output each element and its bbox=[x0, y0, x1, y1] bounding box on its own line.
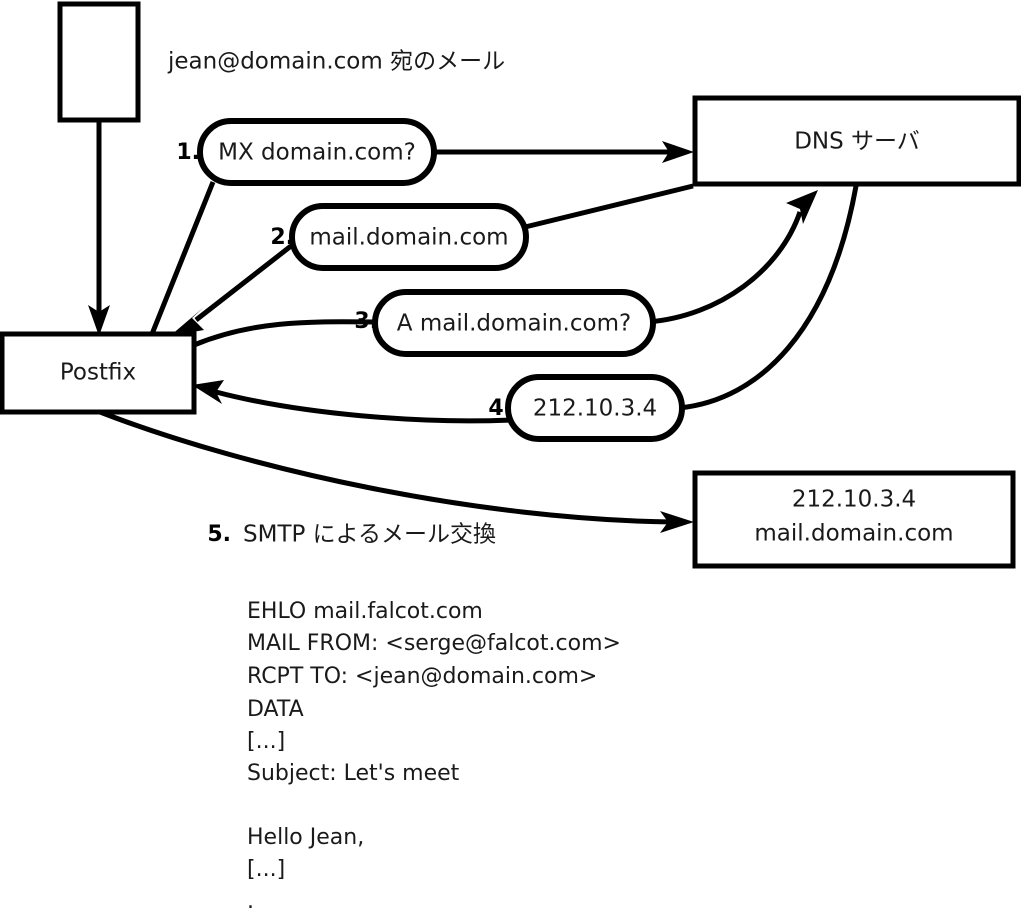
arrowhead-step5-to-mailserver bbox=[660, 511, 694, 533]
mail-server-box bbox=[692, 470, 1016, 569]
transcript-line: EHLO mail.falcot.com bbox=[247, 599, 483, 624]
edge-step2-to-postfix bbox=[194, 244, 293, 322]
edge-step4-from-dns bbox=[678, 185, 859, 411]
step4-pill bbox=[505, 374, 685, 442]
transcript-line: [...] bbox=[247, 729, 285, 754]
edge-step5-to-mailserver bbox=[99, 409, 675, 525]
mail-server-ip: 212.10.3.4 bbox=[792, 487, 916, 513]
client-box bbox=[57, 1, 141, 123]
edge-step1-from-postfix bbox=[149, 181, 216, 335]
arrowhead-step1-to-dns bbox=[662, 141, 694, 163]
edge-step4-to-postfix bbox=[215, 389, 513, 424]
dns-server-box bbox=[692, 95, 1021, 187]
mail-caption: jean@domain.com 宛のメール bbox=[167, 49, 505, 75]
transcript-line: [...] bbox=[247, 857, 285, 882]
step2-number: 2. bbox=[270, 225, 294, 250]
smtp-transcript: EHLO mail.falcot.com MAIL FROM: <serge@f… bbox=[247, 599, 621, 914]
step2-label: mail.domain.com bbox=[309, 225, 508, 251]
arrowhead-step4-to-postfix bbox=[192, 380, 224, 404]
edge-step3-to-dns bbox=[647, 211, 803, 325]
step2-pill bbox=[289, 203, 529, 271]
transcript-line: Subject: Let's meet bbox=[247, 761, 460, 786]
step3-number: 3. bbox=[354, 309, 378, 334]
edge-step2-from-dns bbox=[520, 183, 694, 231]
transcript-line: Hello Jean, bbox=[247, 825, 364, 850]
step5-label: SMTP によるメール交換 bbox=[243, 522, 496, 548]
step4-label: 212.10.3.4 bbox=[533, 396, 657, 422]
postfix-box bbox=[0, 331, 197, 415]
step5-number: 5. bbox=[207, 522, 231, 547]
step3-label: A mail.domain.com? bbox=[397, 311, 631, 337]
dns-server-label: DNS サーバ bbox=[794, 129, 920, 155]
edge-step3-from-postfix bbox=[193, 319, 387, 348]
step1-number: 1. bbox=[176, 140, 200, 165]
step1-label: MX domain.com? bbox=[218, 140, 416, 166]
transcript-line: MAIL FROM: <serge@falcot.com> bbox=[247, 631, 621, 656]
mail-server-host: mail.domain.com bbox=[754, 521, 953, 547]
arrowhead-client-to-postfix bbox=[88, 305, 110, 336]
arrowhead-step3-to-dns bbox=[786, 190, 818, 224]
postfix-label: Postfix bbox=[60, 360, 136, 386]
arrowhead-step2-to-postfix bbox=[170, 307, 204, 336]
transcript-line: DATA bbox=[247, 697, 304, 722]
step4-number: 4. bbox=[488, 396, 512, 421]
transcript-line: . bbox=[247, 889, 254, 914]
step3-pill bbox=[372, 289, 656, 357]
step1-pill bbox=[197, 118, 437, 186]
transcript-line: RCPT TO: <jean@domain.com> bbox=[247, 664, 597, 689]
